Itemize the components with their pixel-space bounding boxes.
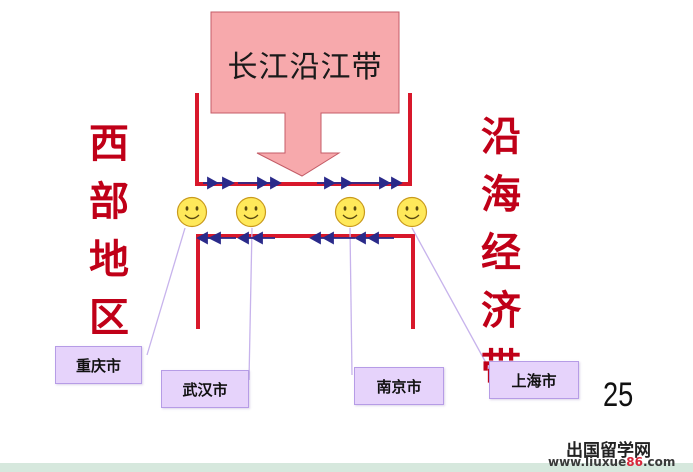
western-region-title-char: 西 (89, 120, 129, 167)
western-region-title-char: 部 (89, 178, 129, 225)
footer-bar (0, 463, 693, 472)
watermark-brand: 出国留学网 (566, 441, 651, 461)
watermark-url-suffix: .com (642, 455, 676, 469)
double-arrow-icon (238, 176, 282, 190)
double-arrow-icon (317, 176, 353, 190)
smiley-face-icon (334, 196, 366, 228)
leader-line-wuhan (248, 227, 253, 381)
coastal-economic-belt-title-char: 沿 (481, 113, 521, 160)
smiley-face-icon (176, 196, 208, 228)
coastal-economic-belt-title-char: 济 (481, 287, 521, 334)
main-down-arrow-shape (210, 11, 400, 177)
upper-river-line (195, 93, 412, 186)
double-arrow-icon (354, 231, 394, 245)
yangtze-belt-label: 长江沿江带 (227, 50, 383, 85)
river-boundary (195, 93, 415, 329)
western-region-title: 西部地区 (84, 115, 134, 347)
eastward-flow-arrows (203, 176, 403, 190)
city-label-nanjing: 南京市 (354, 367, 444, 405)
lower-river-line (196, 234, 415, 329)
coastal-economic-belt-title: 沿海经济带 (476, 108, 526, 398)
leader-line-nanjing (349, 227, 353, 376)
western-region-title-char: 地 (89, 236, 129, 283)
western-region-title-char: 区 (89, 294, 129, 341)
city-label-chongqing: 重庆市 (55, 346, 142, 384)
leader-line-shanghai (411, 227, 492, 373)
double-arrow-icon (196, 231, 236, 245)
watermark-url: www.liuxue86.com (548, 455, 675, 469)
city-markers (176, 196, 428, 228)
city-label-wuhan: 武汉市 (161, 370, 249, 408)
page-number: 25 (603, 376, 634, 414)
double-arrow-icon (237, 231, 275, 245)
watermark-url-prefix: www.liuxue (548, 455, 627, 469)
smiley-face-icon (235, 196, 267, 228)
leader-line-chongqing (146, 227, 186, 356)
westward-flow-arrows (196, 231, 394, 245)
coastal-economic-belt-title-char: 经 (481, 229, 521, 276)
double-arrow-icon (351, 176, 403, 190)
watermark-url-accent: 86 (626, 455, 643, 469)
city-label-shanghai: 上海市 (489, 361, 579, 399)
double-arrow-icon (203, 176, 236, 190)
leader-lines (146, 227, 492, 381)
smiley-face-icon (396, 196, 428, 228)
coastal-economic-belt-title-char: 海 (481, 171, 521, 218)
double-arrow-icon (309, 231, 355, 245)
